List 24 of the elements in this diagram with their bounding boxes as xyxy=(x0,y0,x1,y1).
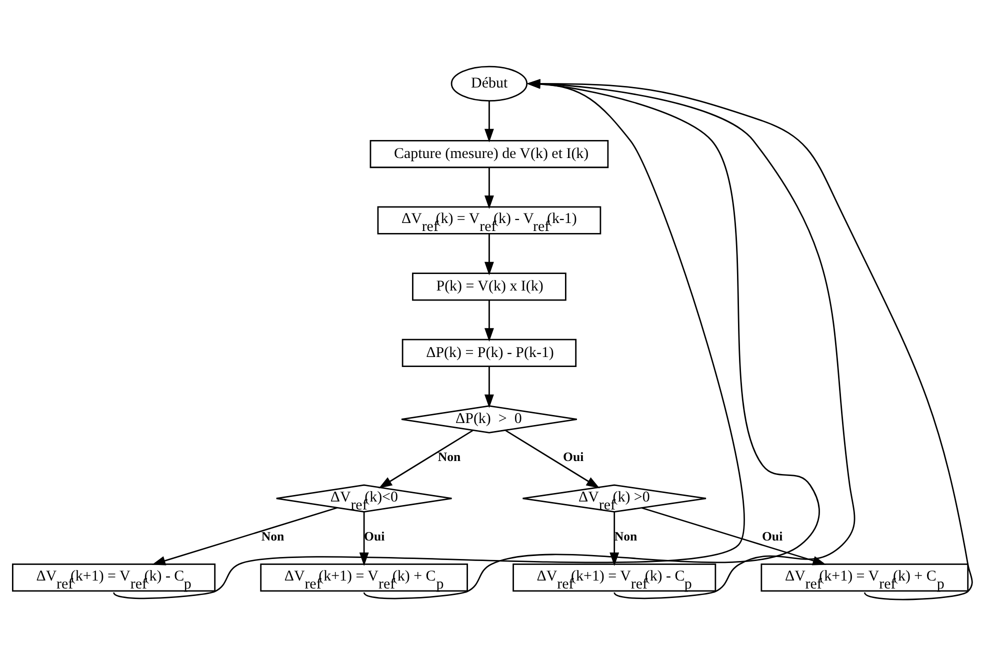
node-ellipse: Début xyxy=(450,65,528,101)
arrow xyxy=(484,300,494,342)
arrow xyxy=(378,429,474,488)
arrow xyxy=(526,78,973,600)
edge-label: Oui xyxy=(364,528,385,543)
arrow xyxy=(526,78,856,599)
edge-label: Oui xyxy=(762,528,783,543)
edge-label: Non xyxy=(614,528,638,543)
arrow xyxy=(484,233,494,275)
arrow xyxy=(364,78,820,599)
arrow xyxy=(505,429,600,488)
edge-label: Oui xyxy=(563,450,584,464)
node-diamond: ΔP(k) > 0 xyxy=(400,404,578,433)
node-box: ΔP(k) = P(k) - P(k-1) xyxy=(402,338,577,367)
arrow xyxy=(484,166,494,209)
node-box: P(k) = V(k) x I(k) xyxy=(412,272,566,300)
arrow xyxy=(641,506,826,565)
arrow xyxy=(113,78,744,599)
arrow xyxy=(484,100,494,142)
node-box: Capture (mesure) de V(k) et I(k) xyxy=(370,139,609,168)
arrow xyxy=(484,366,494,408)
edge-label: Non xyxy=(261,528,284,543)
arrow xyxy=(152,506,338,565)
edge-label: Non xyxy=(438,450,461,464)
